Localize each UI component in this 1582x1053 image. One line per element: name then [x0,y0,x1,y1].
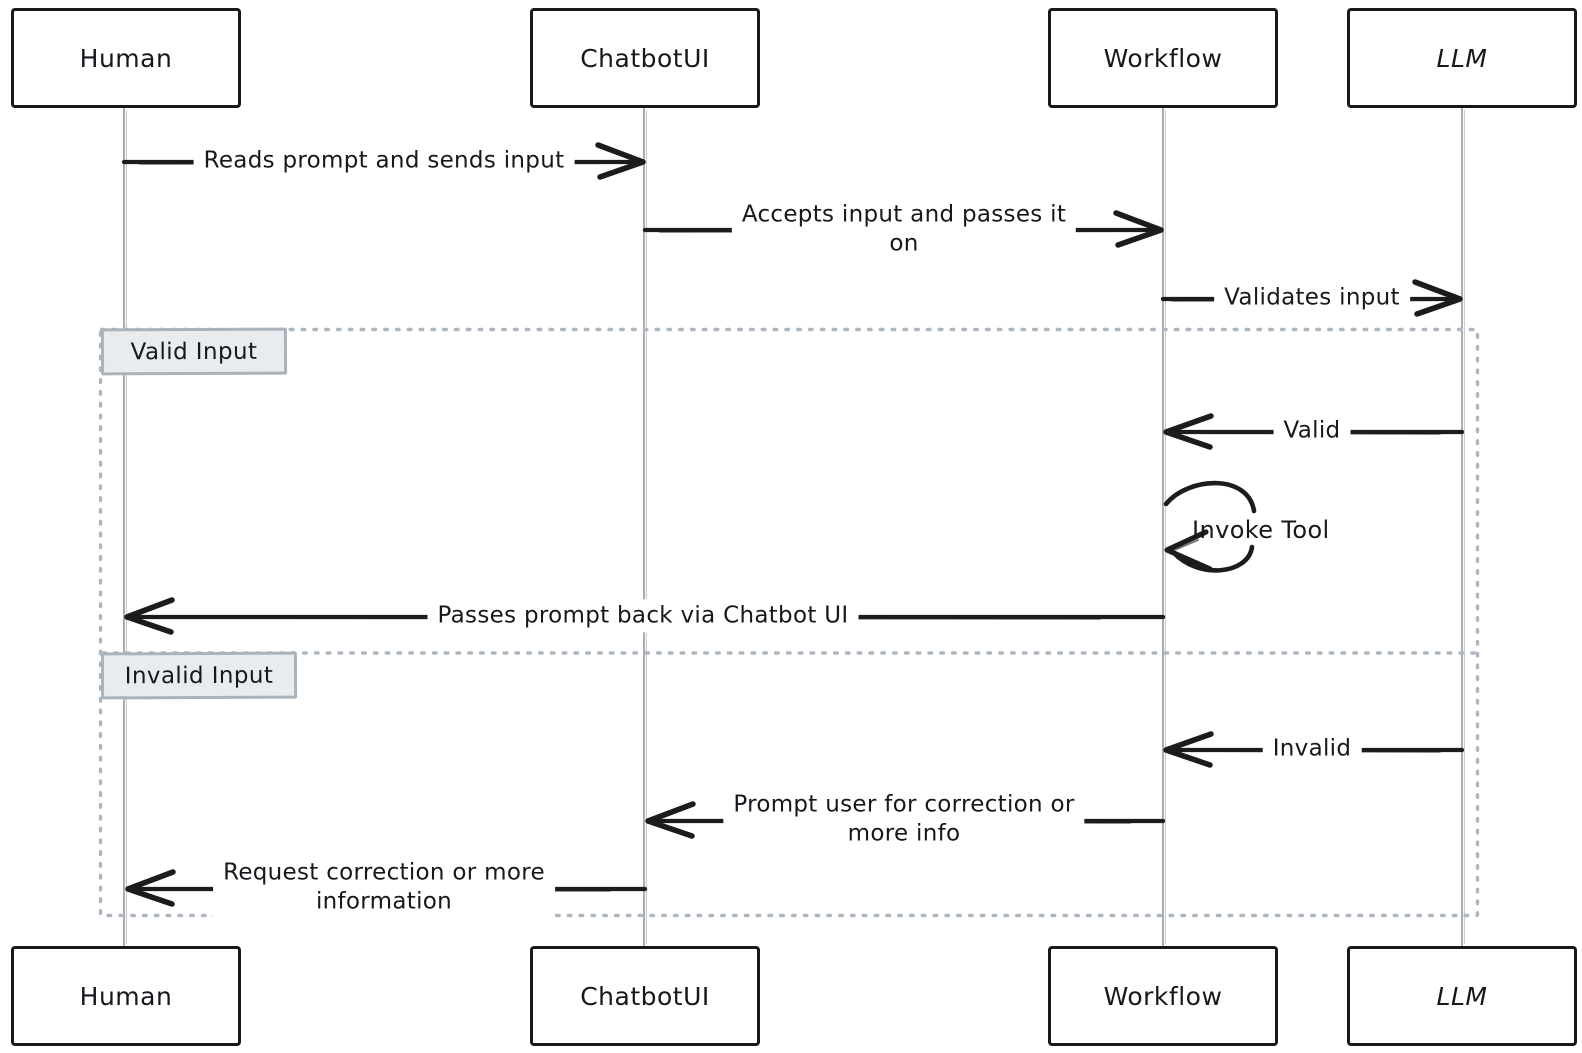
message-label-invalid: Invalid [1262,732,1362,766]
actor-box-human-bottom: Human [11,946,241,1046]
message-label-reads-prompt: Reads prompt and sends input [193,144,575,178]
self-loop-invoke-tool [1163,480,1257,573]
actor-label: Human [79,43,173,73]
lifeline-workflow [1162,108,1166,946]
message-label-valid: Valid [1273,414,1351,448]
message-label-prompt-user: Prompt user for correction or more info [723,788,1085,852]
actor-box-workflow-bottom: Workflow [1048,946,1278,1046]
section-label-valid-input: Valid Input [100,327,288,376]
lifeline-chatbotui [643,108,647,946]
actor-box-chatbotui-top: ChatbotUI [530,8,760,108]
actor-box-chatbotui-bottom: ChatbotUI [530,946,760,1046]
section-label-text: Invalid Input [124,662,274,689]
message-label-passes-prompt-back: Passes prompt back via Chatbot UI [427,599,859,633]
lifeline-llm [1461,108,1465,946]
actor-label: LLM [1436,43,1488,73]
actor-label: LLM [1436,981,1488,1011]
message-label-accepts-input: Accepts input and passes it on [731,198,1077,262]
actor-box-llm-bottom: LLM [1347,946,1577,1046]
alt-frame [98,327,1480,918]
section-label-invalid-input: Invalid Input [100,651,298,700]
actor-box-llm-top: LLM [1347,8,1577,108]
message-label-validates-input: Validates input [1214,281,1410,315]
actor-label: Workflow [1103,43,1223,73]
lifeline-human [123,108,127,946]
actor-box-human-top: Human [11,8,241,108]
actor-label: Human [79,981,173,1011]
actor-label: Workflow [1103,981,1223,1011]
message-label-invoke-tool: Invoke Tool [1192,516,1330,544]
actor-label: ChatbotUI [580,981,710,1011]
section-label-text: Valid Input [130,338,258,365]
actor-box-workflow-top: Workflow [1048,8,1278,108]
actor-label: ChatbotUI [580,43,710,73]
message-label-request-correction: Request correction or more information [213,856,555,920]
